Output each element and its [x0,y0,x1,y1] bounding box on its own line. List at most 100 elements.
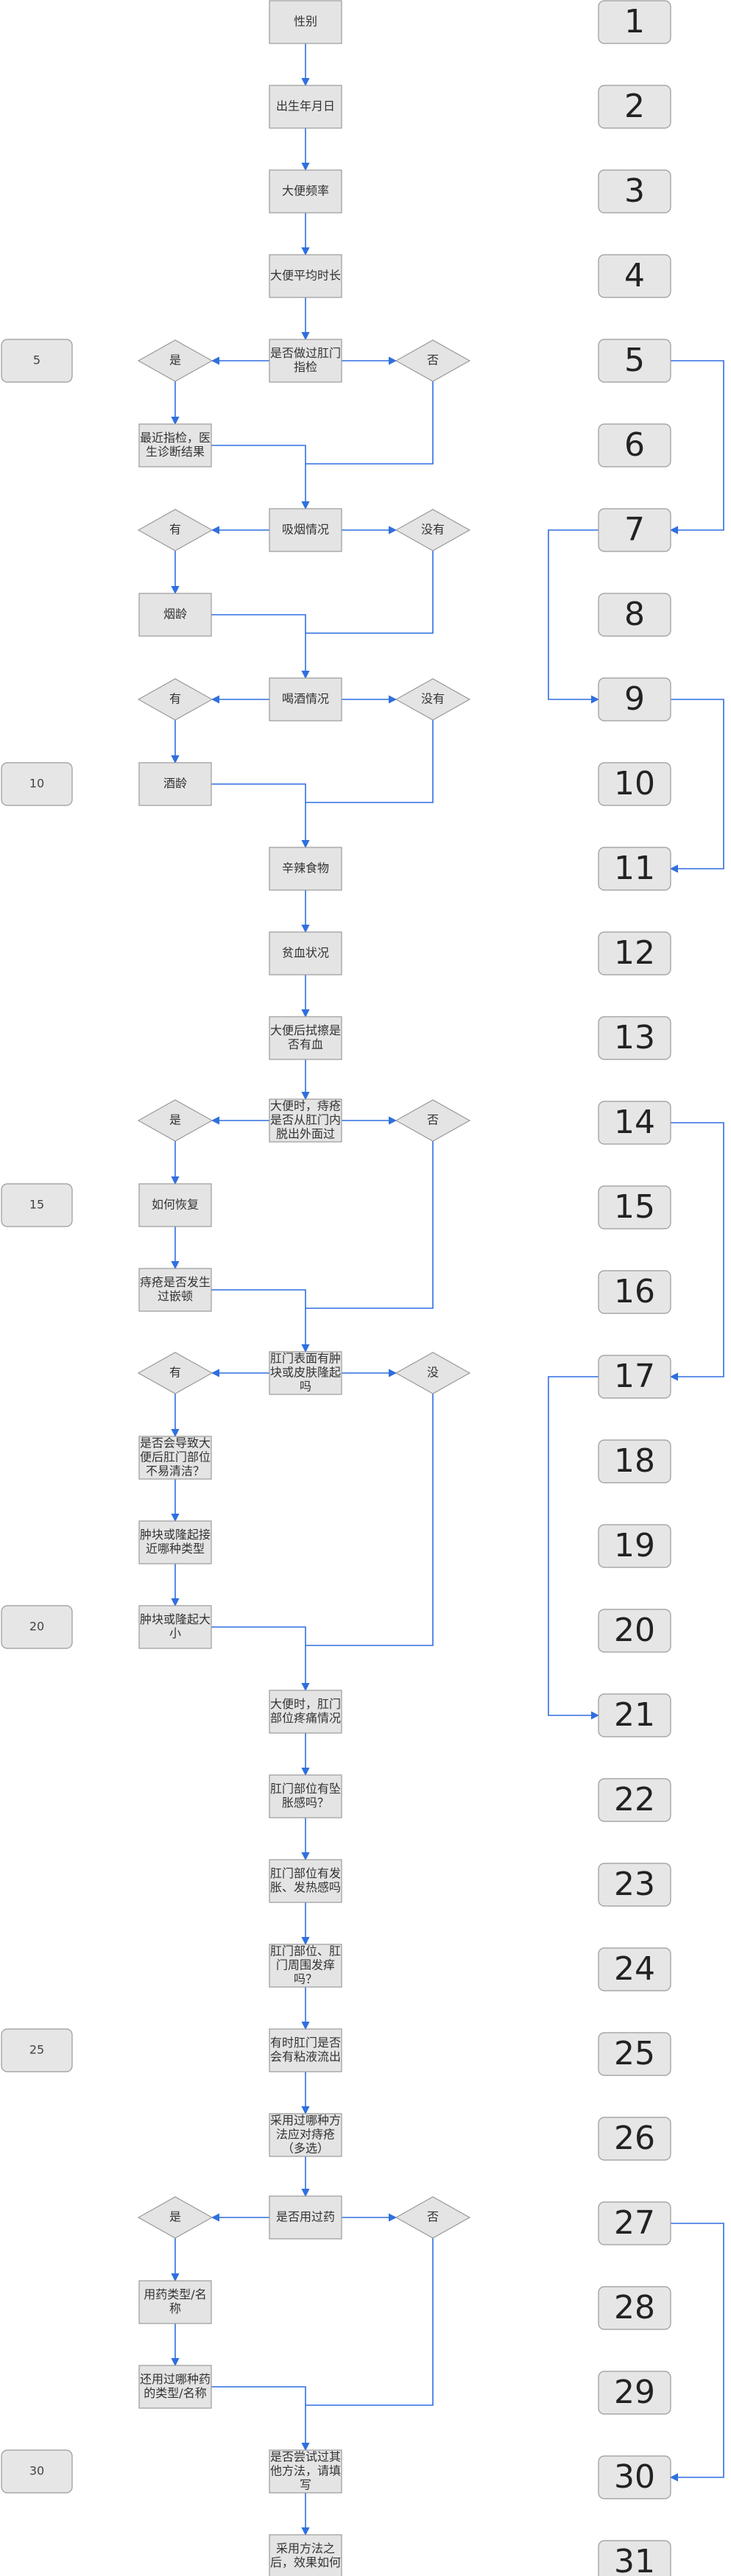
node-text: 是否从肛门内 [270,1113,341,1127]
number-text: 5 [624,342,645,379]
number-text: 9 [624,680,645,718]
side-label-text: 10 [29,777,44,791]
number-badge: 18 [598,1439,671,1483]
node-text: 最近指检，医 [140,431,211,445]
node-text: 否有血 [288,1037,323,1051]
side-label-text: 30 [29,2464,44,2478]
node-text: 胀感吗？ [282,1796,329,1810]
number-text: 7 [624,511,645,548]
decision-n27n: 否 [395,2196,471,2239]
node-text: 过嵌顿 [158,1289,193,1303]
connector [548,1376,600,1720]
node-text: 是 [169,1113,181,1127]
node-text: 否 [427,1113,439,1127]
node-text: 还用过哪种药 [140,2372,211,2386]
number-badge: 11 [598,847,671,891]
node-text: 门周围发痒 [276,1958,335,1972]
node-text: 大便平均时长 [270,269,341,283]
number-badge: 5 [598,339,671,383]
step-n9: 喝酒情况 [269,677,342,721]
number-column: 1234567891011121314151617181920212223242… [598,0,671,2576]
number-badge: 17 [598,1355,671,1399]
node-text: 近哪种类型 [146,1542,205,1556]
step-n15: 如何恢复 [138,1183,212,1227]
node-text: 用药类型/名 [144,2287,206,2301]
node-text: 部位疼痛情况 [270,1711,341,1725]
node-text: 吗？ [294,1972,317,1986]
node-text: 会有粘液流出 [270,2050,341,2064]
node-text: 烟龄 [163,607,187,621]
number-text: 25 [614,2035,655,2072]
number-text: 19 [614,1527,655,1564]
side-label-text: 20 [29,1620,44,1634]
number-badge: 28 [598,2286,671,2330]
decision-n14y: 是 [137,1099,213,1142]
connector [306,720,434,803]
number-text: 17 [614,1358,655,1395]
number-text: 18 [614,1442,655,1480]
node-text: 采用方法之 [276,2541,335,2555]
side-label: 10 [1,762,73,806]
step-n12: 贫血状况 [269,931,342,975]
step-n27: 是否用过药 [269,2195,342,2240]
decision-n14n: 否 [395,1099,471,1142]
number-text: 1 [624,3,645,40]
number-badge: 14 [598,1101,671,1145]
number-badge: 22 [598,1778,671,1822]
step-n11: 辛辣食物 [269,847,342,891]
number-text: 21 [614,1696,655,1734]
side-label-text: 25 [29,2043,44,2057]
decision-n7y: 有 [137,509,213,551]
number-text: 27 [614,2204,655,2242]
decision-n7n: 没有 [395,509,471,551]
node-text: 辛辣食物 [282,861,329,875]
connector [306,551,434,634]
number-badge: 9 [598,677,671,721]
node-text: 块或皮肤隆起 [270,1366,341,1380]
number-badge: 23 [598,1863,671,1907]
side-label: 30 [1,2449,73,2494]
connector [669,2223,724,2482]
side-label-text: 15 [29,1198,44,1212]
node-text: 称 [169,2301,181,2315]
number-badge: 4 [598,254,671,298]
side-label-text: 5 [33,353,40,367]
decision-n5y: 是 [137,339,213,382]
step-n7: 吸烟情况 [269,508,342,552]
number-text: 16 [614,1273,655,1310]
connector [306,1141,434,1309]
step-n8: 烟龄 [138,593,212,637]
number-badge: 20 [598,1609,671,1653]
number-badge: 24 [598,1947,671,1991]
decision-n9n: 没有 [395,678,471,721]
number-text: 29 [614,2374,655,2411]
node-text: 是否用过药 [276,2210,335,2224]
node-text: 有 [169,1366,181,1380]
number-badge: 8 [598,593,671,637]
number-badge: 15 [598,1185,671,1229]
number-text: 11 [614,850,655,887]
number-text: 3 [624,172,645,210]
node-text: 肿块或隆起大 [140,1612,211,1626]
number-text: 15 [614,1188,655,1226]
edges [171,43,724,2536]
node-text: 没 [427,1366,439,1380]
node-text: 没有 [421,692,445,706]
number-text: 31 [614,2543,655,2576]
connector [211,445,310,510]
number-badge: 27 [598,2201,671,2245]
connector [669,699,724,873]
number-badge: 13 [598,1016,671,1060]
number-badge: 31 [598,2540,671,2576]
node-text: 大便时，痔疮 [270,1099,341,1113]
side-label: 20 [1,1605,73,1649]
node-text: 法应对痔疮 [276,2128,335,2142]
